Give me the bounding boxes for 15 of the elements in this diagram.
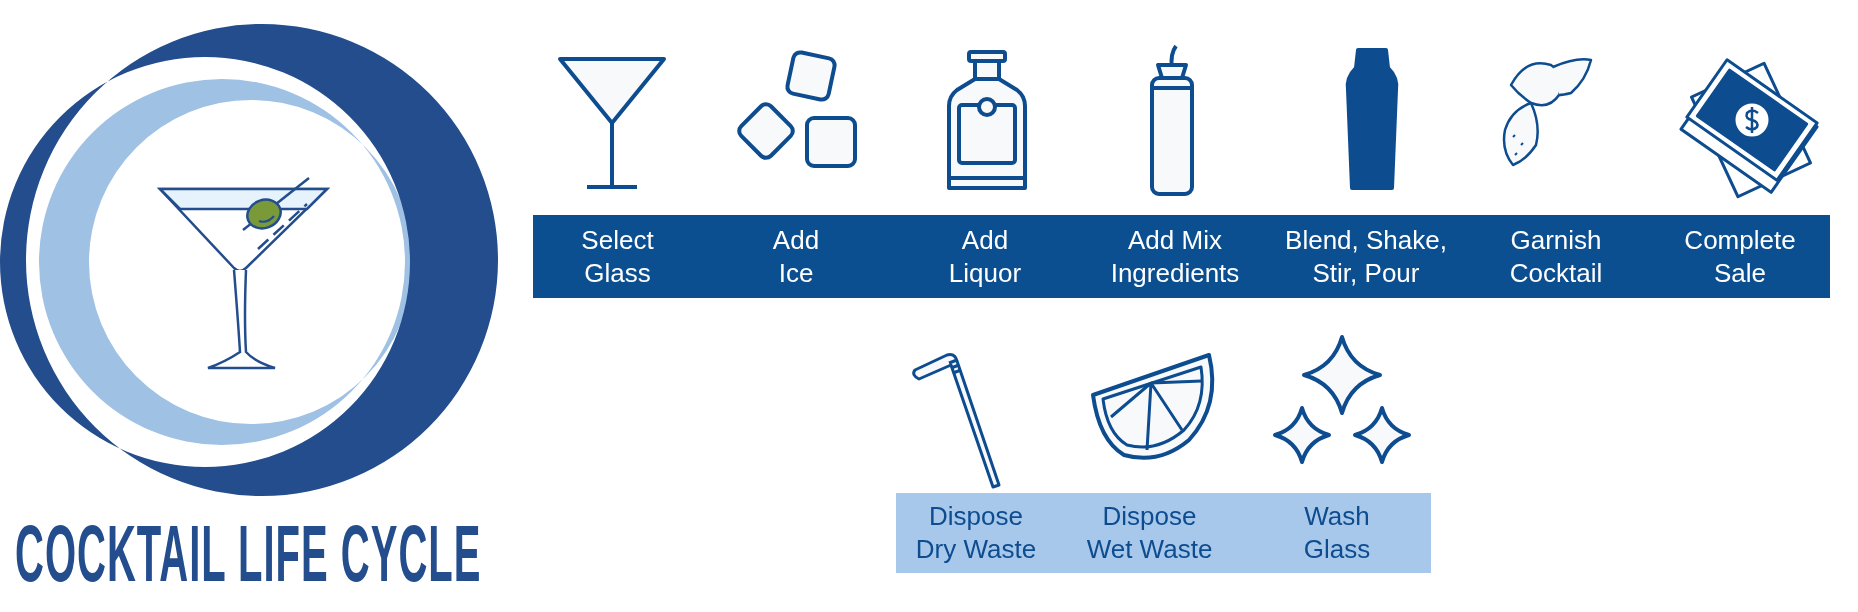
diagram-title: COCKTAIL LIFE CYCLE <box>15 508 482 600</box>
step-band-segment <box>1650 215 1830 298</box>
step-label: Add Ice <box>771 223 821 290</box>
step-label: Add Mix Ingredients <box>1109 223 1241 290</box>
step-label: Blend, Shake, Stir, Pour <box>1284 223 1448 290</box>
step-label: Complete Sale <box>1683 223 1797 290</box>
step-band-segment <box>896 493 1056 573</box>
step-label: Dispose Dry Waste <box>914 500 1038 566</box>
step-label: Add Liquor <box>947 223 1023 290</box>
step-band-segment <box>533 215 702 298</box>
step-band-segment <box>1243 493 1431 573</box>
step-label: Garnish Cocktail <box>1508 223 1604 290</box>
step-label: Select Glass <box>580 223 655 290</box>
step-label: Dispose Wet Waste <box>1085 500 1214 566</box>
step-label: Wash Glass <box>1302 500 1372 566</box>
